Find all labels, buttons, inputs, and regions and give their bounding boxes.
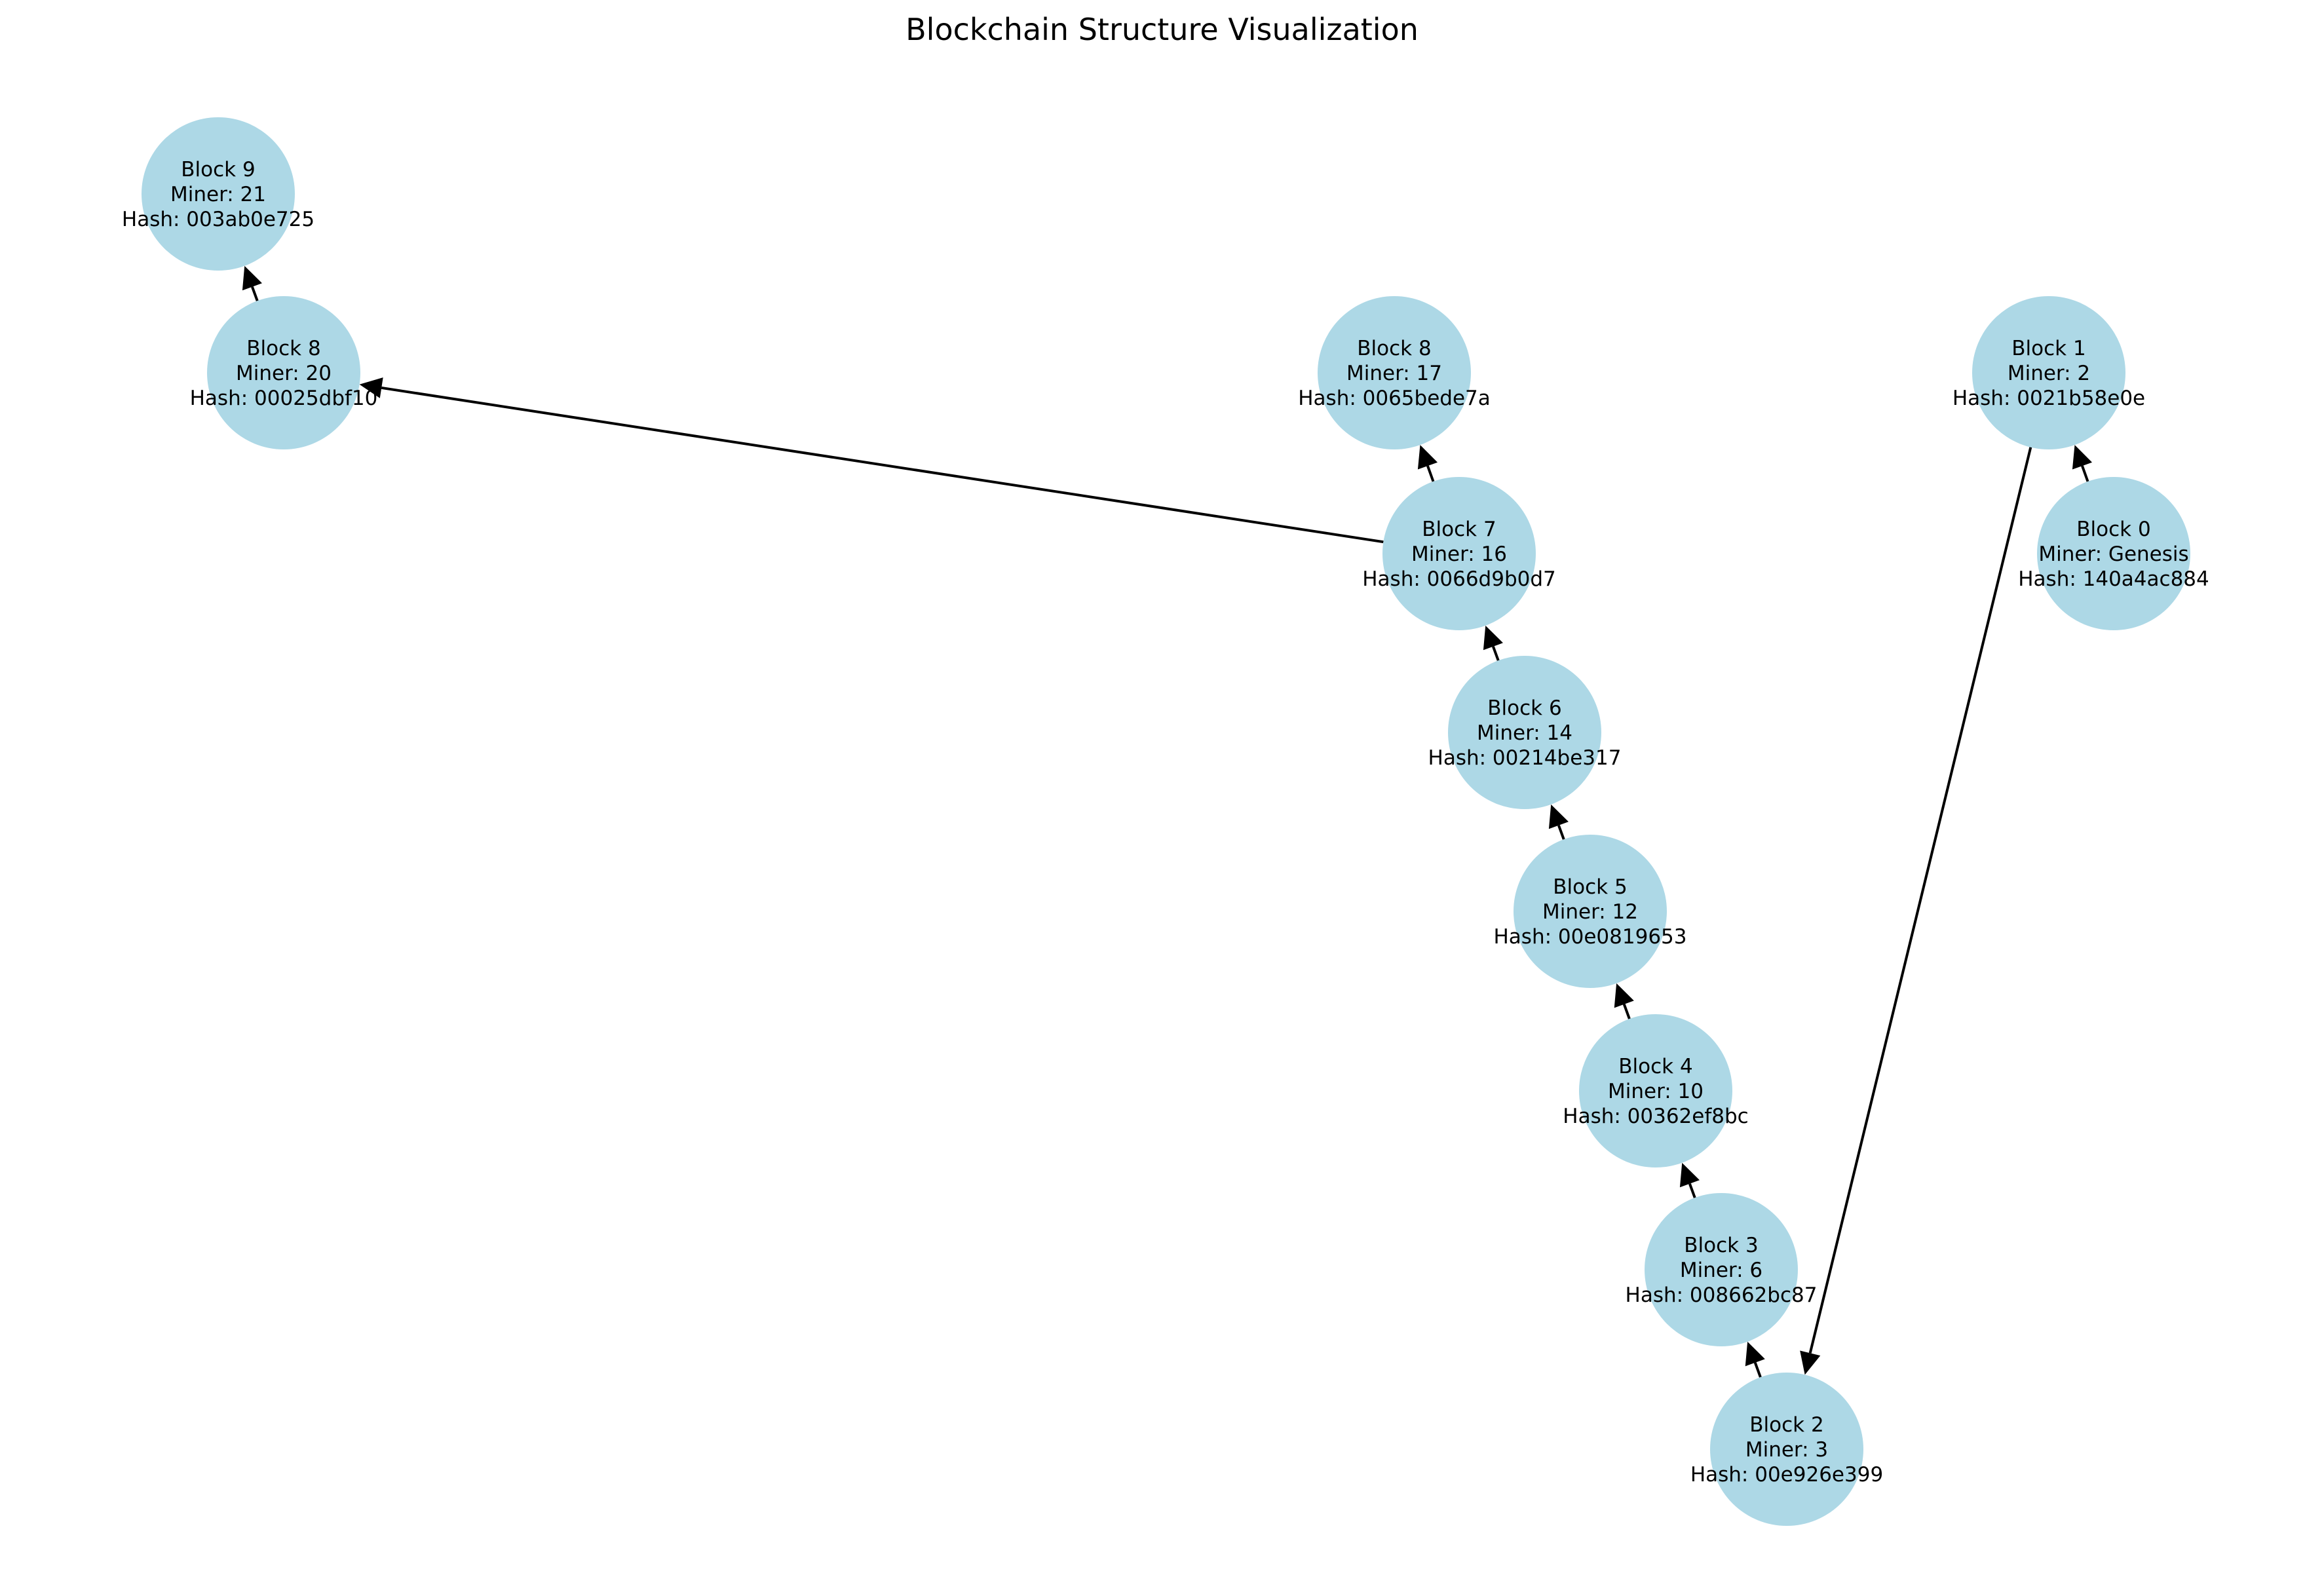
edges [242, 265, 2093, 1378]
edge-line [1688, 1183, 1696, 1198]
block-node-label: Miner: 21 [170, 183, 266, 206]
block-node-label: Block 0 [2076, 518, 2150, 541]
edge-b7-b8b [359, 377, 1384, 544]
edge-b0-b1 [2072, 445, 2093, 482]
edge-arrowhead [1745, 1341, 1765, 1367]
edge-line [1808, 447, 2032, 1354]
block-node-label: Hash: 003ab0e725 [122, 208, 314, 231]
block-node-circle [1514, 835, 1667, 988]
edge-b5-b6 [1548, 804, 1569, 840]
edge-arrowhead [1548, 804, 1569, 829]
edge-arrowhead [1417, 445, 1438, 470]
block-node-circle [207, 296, 360, 449]
block-node-label: Miner: 3 [1745, 1438, 1828, 1462]
block-node-label: Block 6 [1487, 696, 1561, 720]
edge-line [1492, 646, 1500, 661]
block-node-circle [142, 117, 295, 271]
edge-line [2081, 465, 2089, 482]
block-node-label: Miner: 10 [1608, 1080, 1704, 1103]
block-node-label: Miner: 2 [2008, 362, 2090, 385]
edge-line [381, 386, 1384, 544]
block-node-label: Miner: 14 [1477, 721, 1572, 745]
block-node-label: Block 3 [1684, 1234, 1758, 1257]
block-node-label: Miner: 16 [1411, 542, 1507, 566]
edge-b3-b4 [1679, 1162, 1700, 1198]
edge-arrowhead [1679, 1162, 1700, 1188]
edge-b1-b2 [1800, 447, 2032, 1375]
block-node-label: Block 2 [1749, 1413, 1823, 1437]
edge-b4-b5 [1614, 983, 1634, 1019]
block-node-label: Block 5 [1553, 875, 1627, 899]
block-node-label: Miner: Genesis [2038, 542, 2188, 566]
block-node-label: Hash: 0065bede7a [1298, 387, 1491, 410]
edge-arrowhead [1483, 625, 1503, 651]
edge-b7-b8a [1417, 445, 1438, 482]
block-node-label: Miner: 17 [1346, 362, 1442, 385]
block-node-circle [1579, 1014, 1732, 1167]
block-node-label: Hash: 140a4ac884 [2018, 567, 2209, 591]
block-node-label: Hash: 0021b58e0e [1953, 387, 2145, 410]
block-node-circle [2037, 477, 2190, 630]
edge-b6-b7 [1483, 625, 1503, 661]
block-node-circle [1448, 656, 1601, 809]
block-node-circle [1645, 1193, 1798, 1346]
block-node-label: Miner: 12 [1542, 900, 1638, 924]
edge-line [251, 286, 259, 301]
block-node-label: Block 1 [2011, 337, 2086, 360]
block-node-label: Block 8 [1357, 337, 1431, 360]
block-node-label: Block 8 [246, 337, 320, 360]
edge-arrowhead [359, 377, 383, 398]
block-node-circle [1972, 296, 2125, 449]
edge-arrowhead [2072, 445, 2093, 470]
edge-line [1557, 825, 1565, 840]
block-node-label: Miner: 6 [1680, 1259, 1762, 1282]
block-node-label: Block 4 [1618, 1055, 1692, 1078]
block-node-label: Hash: 00025dbf10 [190, 387, 378, 410]
block-node-label: Hash: 0066d9b0d7 [1362, 567, 1556, 591]
block-node-label: Block 7 [1422, 518, 1496, 541]
edge-b2-b3 [1745, 1341, 1765, 1378]
diagram-title: Blockchain Structure Visualization [905, 12, 1419, 47]
block-node-label: Block 9 [181, 158, 255, 181]
block-node-circle [1710, 1373, 1863, 1526]
edge-b8b-b9 [242, 265, 262, 301]
block-node-label: Hash: 00e926e399 [1690, 1463, 1883, 1487]
block-node-label: Hash: 008662bc87 [1626, 1283, 1818, 1307]
edge-line [1426, 465, 1435, 482]
block-node-label: Hash: 00e0819653 [1494, 925, 1687, 949]
edge-arrowhead [242, 265, 262, 291]
edge-arrowhead [1614, 983, 1634, 1008]
block-node-circle [1382, 477, 1536, 630]
block-node-label: Miner: 20 [236, 362, 332, 385]
edge-arrowhead [1800, 1350, 1821, 1375]
edge-line [1622, 1004, 1631, 1019]
block-node-label: Hash: 00214be317 [1428, 746, 1622, 770]
block-node-circle [1318, 296, 1471, 449]
block-node-label: Hash: 00362ef8bc [1563, 1105, 1748, 1128]
edge-line [1753, 1362, 1762, 1378]
